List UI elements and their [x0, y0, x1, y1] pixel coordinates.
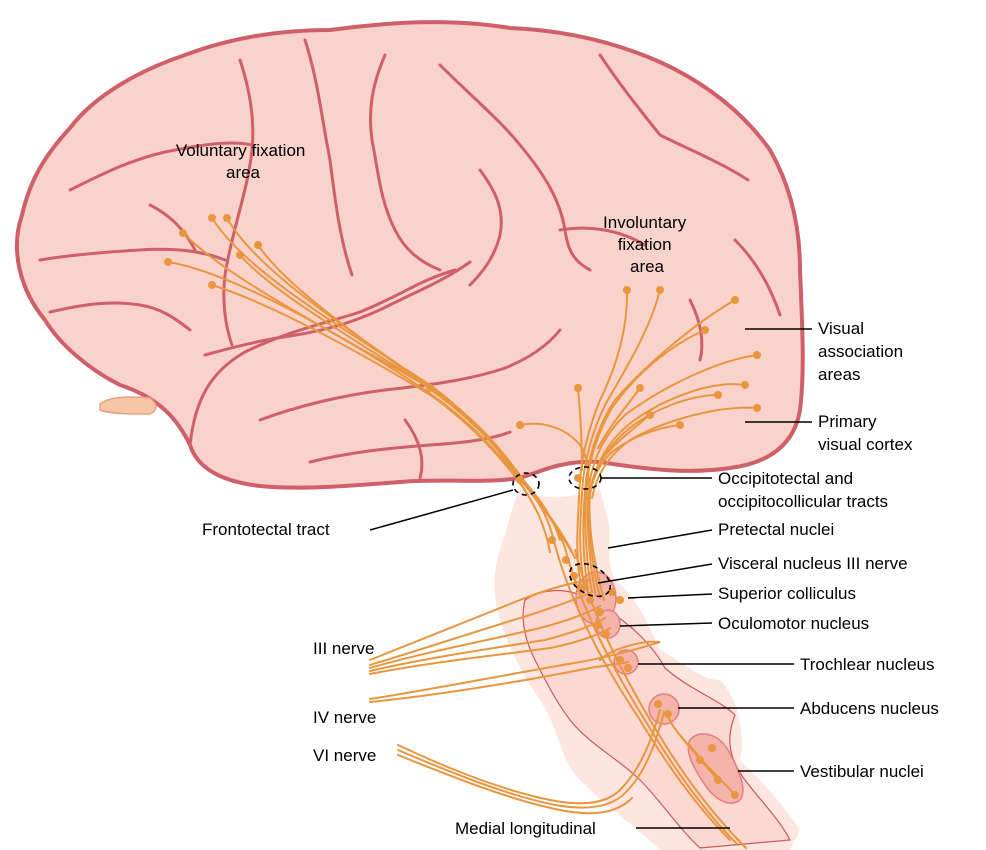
frontotectal-tract-label: Frontotectal tract: [202, 520, 330, 539]
occipitotectal-tracts-label: Occipitotectal and occipitocollicular tr…: [718, 469, 888, 511]
iv-nerve-label: IV nerve: [313, 708, 376, 727]
oculomotor-nucleus-label: Oculomotor nucleus: [718, 614, 869, 633]
trochlear-nucleus-label: Trochlear nucleus: [800, 655, 935, 674]
vi-nerve-label: VI nerve: [313, 746, 376, 765]
primary-visual-cortex-label: Primary visual cortex: [818, 412, 913, 454]
iii-nerve-label: III nerve: [313, 639, 374, 658]
superior-colliculus-label: Superior colliculus: [718, 584, 856, 603]
visceral-nucleus-label: Visceral nucleus III nerve: [718, 554, 908, 573]
vestibular-nuclei-label: Vestibular nuclei: [800, 762, 924, 781]
olfactory-tab: [100, 397, 156, 414]
visual-association-areas-label: Visual association areas: [818, 319, 908, 384]
pretectal-nuclei-label: Pretectal nuclei: [718, 520, 834, 539]
abducens-nucleus-label: Abducens nucleus: [800, 699, 939, 718]
medial-longitudinal-label: Medial longitudinal: [455, 819, 596, 838]
abducens-nucleus-shape: [649, 694, 679, 724]
